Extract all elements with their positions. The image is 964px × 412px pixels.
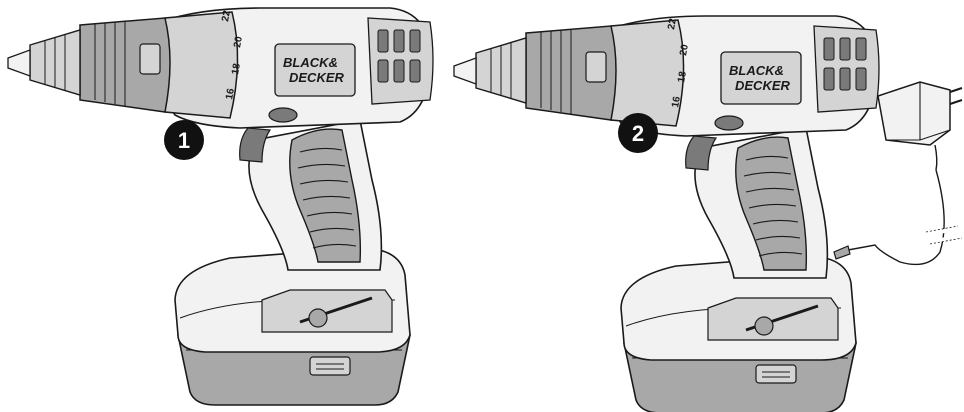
step-number: 1 [178,128,190,153]
clutch-number: 22 [666,17,679,30]
step-badge-1 [164,120,204,160]
brand-logo-line2: DECKER [289,70,345,85]
step-badge-2 [618,113,658,153]
brand-logo-line1: BLACK& [283,55,338,70]
drill-icon [452,14,881,412]
clutch-number: 20 [678,43,691,56]
clutch-number: 20 [232,35,245,48]
charger-plug-icon [877,81,963,171]
charger-cable-icon [833,169,963,266]
clutch-number: 18 [676,70,689,83]
clutch-number: 16 [224,87,237,100]
clutch-number: 16 [670,95,683,108]
drill-figure-2: 22 20 18 16 BLACK& DECKER 2 [452,14,881,412]
clutch-number: 18 [230,62,243,75]
clutch-number: 22 [220,9,233,22]
step-number: 2 [632,121,644,146]
brand-logo-line1: BLACK& [729,63,784,78]
drill-figure-1: 22 20 18 16 BLACK& DECKER 1 [6,6,435,407]
drill-icon [6,6,435,407]
brand-logo-line2: DECKER [735,78,791,93]
